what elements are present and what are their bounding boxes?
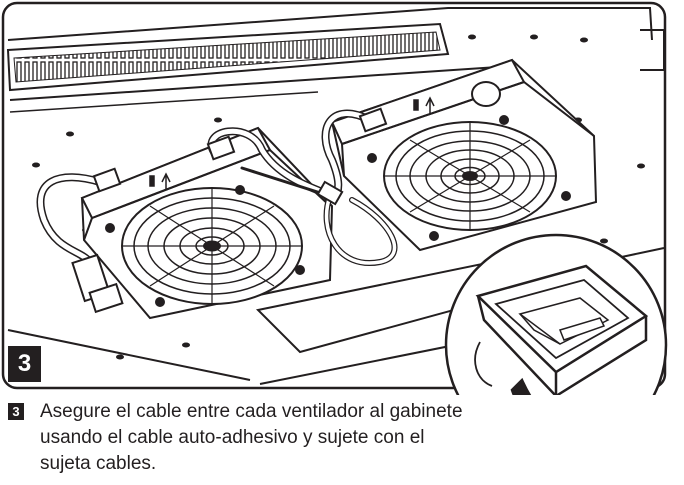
adhesive-mount-inset [444, 233, 668, 395]
left-fan-up-arrow-icon [149, 172, 171, 190]
installation-illustration [1, 1, 668, 395]
step-number-badge: 3 [8, 346, 41, 382]
cabinet-back-panel [6, 7, 665, 113]
instruction-text: Asegure el cable entre cada ventilador a… [40, 401, 463, 474]
fan-power-cables [36, 109, 398, 267]
cable-connectors [71, 107, 388, 314]
right-fan-up-arrow-icon [413, 96, 435, 114]
instruction-step-badge: 3 [8, 403, 24, 420]
